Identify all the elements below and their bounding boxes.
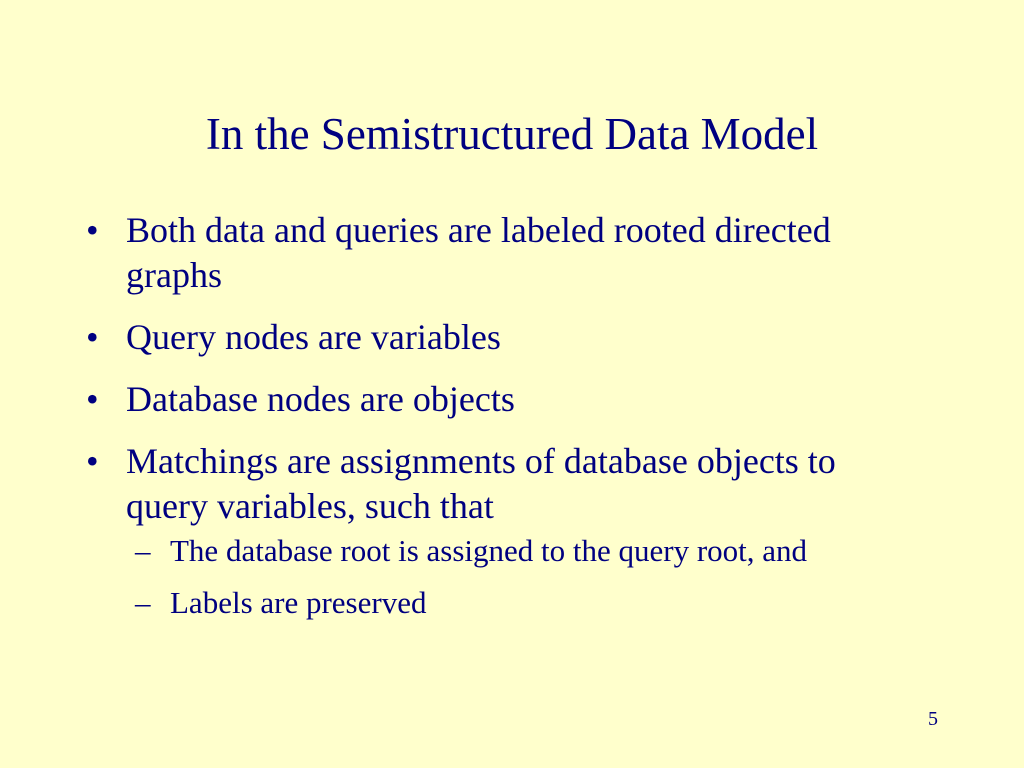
sub-bullet-list: – The database root is assigned to the q… [126,531,904,623]
bullet-text: Matchings are assignments of database ob… [126,441,836,526]
slide-title: In the Semistructured Data Model [205,109,819,159]
bullet-item: • Database nodes are objects [0,377,1024,422]
bullet-text: Database nodes are objects [126,379,515,419]
bullet-text: Query nodes are variables [126,317,501,357]
sub-bullet-text: Labels are preserved [170,585,427,620]
bullet-marker: • [86,210,99,250]
bullet-marker: • [86,317,99,357]
bullet-marker: • [86,379,99,419]
sub-bullet-text: The database root is assigned to the que… [170,533,808,568]
bullet-item: • Query nodes are variables [0,315,1024,360]
bullet-item: • Both data and queries are labeled root… [0,208,1024,298]
sub-bullet-item: – The database root is assigned to the q… [126,531,904,571]
bullet-list: • Both data and queries are labeled root… [0,208,1024,640]
bullet-item: • Matchings are assignments of database … [0,439,1024,623]
page-number: 5 [928,708,938,730]
bullet-text: Both data and queries are labeled rooted… [126,210,831,295]
sub-bullet-item: – Labels are preserved [126,583,904,623]
sub-bullet-marker: – [135,585,151,620]
bullet-marker: • [86,441,99,481]
sub-bullet-marker: – [135,533,151,568]
